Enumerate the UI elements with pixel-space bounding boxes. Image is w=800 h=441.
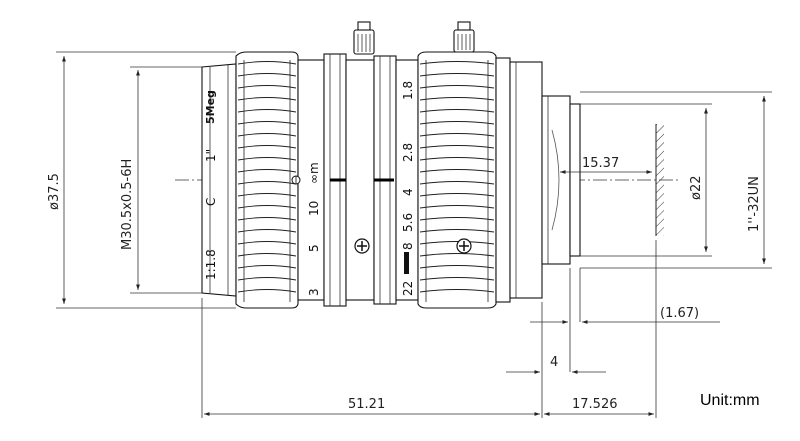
- knurl-ridge: [419, 145, 495, 149]
- knurl-ridge: [237, 217, 297, 221]
- aperture-scale-22: 22: [401, 281, 415, 296]
- knurl-ridge: [237, 97, 297, 101]
- knurl-ridge: [419, 133, 495, 137]
- focus-lock-screw: [353, 21, 375, 55]
- knurl-ridge: [237, 253, 297, 257]
- knurl-ridge: [237, 61, 297, 65]
- knurl-ridge: [419, 229, 495, 233]
- dim-back-length: 17.526: [544, 397, 654, 416]
- dim-outer-diameter: ø37.5: [47, 51, 236, 309]
- side-screw-1: [354, 238, 370, 254]
- knurl-ridge: [419, 169, 495, 173]
- marking-mount: C: [204, 198, 218, 206]
- knurl-ridge: [237, 133, 297, 137]
- rear-barrel: [495, 57, 543, 303]
- dim-rear-step: 4: [506, 355, 606, 374]
- focus-scale-infinity: ∞m: [307, 162, 321, 184]
- knurl-ridge: [419, 205, 495, 209]
- knurl-ridge: [419, 73, 495, 77]
- unit-label: Unit:mm: [700, 392, 760, 409]
- knurl-ridge: [237, 85, 297, 89]
- dim-rear-gap: (1.67): [530, 306, 720, 324]
- knurl-ridge: [237, 265, 297, 269]
- knurl-ridge: [237, 109, 297, 113]
- marking-ratio: 1:1.8: [204, 249, 218, 280]
- knurl-ridge: [237, 277, 297, 281]
- dim-mount-thread: M30.5x0.5-6H: [120, 66, 202, 294]
- aperture-index-bar: [404, 252, 409, 274]
- knurl-ridge: [419, 241, 495, 245]
- svg-text:17.526: 17.526: [572, 397, 618, 412]
- knurl-ridge: [237, 73, 297, 77]
- knurl-ridge: [419, 157, 495, 161]
- knurl-ridge: [237, 169, 297, 173]
- knurl-ridge: [419, 253, 495, 257]
- dim-back-diameter: ø22: [580, 103, 712, 257]
- knurl-ridge: [419, 217, 495, 221]
- svg-text:15.37: 15.37: [582, 156, 619, 171]
- sensor-plane: [655, 124, 664, 236]
- aperture-scale-8: 8: [401, 242, 415, 250]
- dim-body-length: 51.21: [204, 397, 540, 416]
- aperture-scale-2-8: 2.8: [401, 143, 415, 162]
- knurl-ridge: [237, 145, 297, 149]
- knurl-ridge: [419, 265, 495, 269]
- front-ring: [235, 51, 299, 309]
- aperture-scale-1-8: 1.8: [401, 81, 415, 100]
- svg-text:51.21: 51.21: [348, 397, 385, 412]
- knurl-ridge: [237, 289, 297, 293]
- aperture-ring: [417, 51, 497, 309]
- knurl-ridge: [419, 289, 495, 293]
- knurl-ridge: [237, 229, 297, 233]
- focus-scale-5: 5: [307, 244, 321, 252]
- marking-megapixel: 5Meg: [204, 90, 217, 124]
- svg-text:(1.67): (1.67): [660, 306, 699, 321]
- knurl-ridge: [237, 193, 297, 197]
- knurl-ridge: [419, 109, 495, 113]
- dim-flange-distance: 15.37: [560, 156, 652, 174]
- svg-text:4: 4: [550, 355, 558, 370]
- knurl-ridge: [237, 121, 297, 125]
- knurl-ridge: [237, 157, 297, 161]
- knurl-ridge: [419, 181, 495, 185]
- rear-mount: [541, 95, 581, 265]
- knurl-ridge: [237, 205, 297, 209]
- knurl-ridge: [237, 181, 297, 185]
- knurl-ridge: [419, 85, 495, 89]
- focus-scale-10: 10: [307, 201, 321, 216]
- aperture-scale-5-6: 5.6: [401, 213, 415, 232]
- aperture-scale-4: 4: [401, 188, 415, 196]
- dim-rear-thread: 1''-32UN: [580, 91, 772, 269]
- knurl-ridge: [237, 241, 297, 245]
- marking-format: 1": [204, 149, 218, 162]
- svg-text:1''-32UN: 1''-32UN: [747, 176, 762, 232]
- knurl-ridge: [419, 61, 495, 65]
- side-screw-2: [456, 238, 472, 254]
- knurl-ridge: [419, 97, 495, 101]
- knurl-ridge: [419, 121, 495, 125]
- svg-text:ø37.5: ø37.5: [47, 173, 62, 210]
- svg-text:ø22: ø22: [689, 176, 704, 201]
- middle-barrel: [297, 53, 419, 307]
- svg-text:M30.5x0.5-6H: M30.5x0.5-6H: [120, 159, 135, 250]
- iris-lock-screw: [453, 21, 475, 53]
- knurl-ridge: [419, 193, 495, 197]
- knurl-ridge: [419, 277, 495, 281]
- focus-scale-3: 3: [307, 288, 321, 296]
